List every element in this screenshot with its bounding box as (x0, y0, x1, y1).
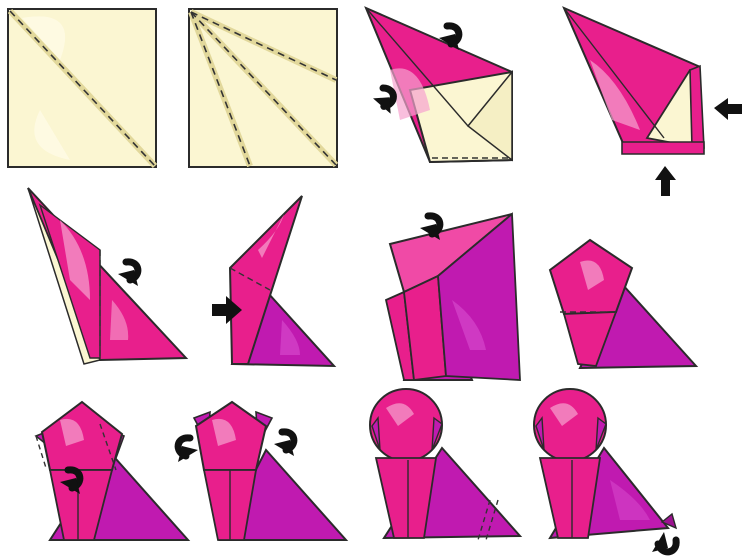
step-5-arrow (118, 262, 138, 286)
step-7-head-fold (384, 212, 521, 382)
step-6-neck-fold (212, 195, 337, 368)
step-12-finished-bird (533, 388, 676, 552)
step-5-triangle-fold (27, 187, 189, 365)
step-3-kite-fold (364, 6, 513, 164)
step-1-square-diagonal (7, 8, 158, 169)
step-4-kite-narrow (562, 6, 742, 196)
step-3-arrow-left (371, 86, 395, 113)
step-4-arrow-up (655, 166, 676, 196)
step-12-arrow (652, 532, 676, 552)
step-10-ears-folded (178, 400, 349, 541)
step-6-arrow-right (212, 296, 242, 324)
step-10-arrow-right (274, 432, 294, 456)
step-11-round-head (369, 388, 523, 541)
step-8-pentagon-head (548, 238, 699, 370)
step-4-arrow-left (714, 98, 742, 120)
step-2-square-fold-lines (188, 8, 339, 168)
step-9-fold-sides (34, 400, 191, 541)
step-10-arrow-left (178, 438, 198, 462)
